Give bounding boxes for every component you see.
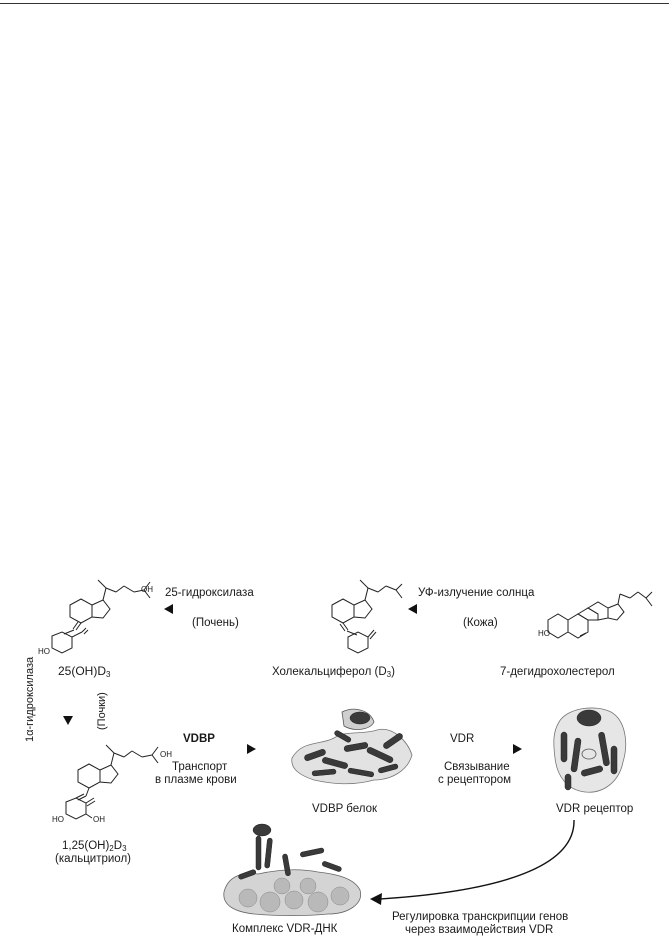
transport-line2: в плазме крови xyxy=(155,774,237,786)
calcitriol-formula-label: 1,25(OH)2D3 xyxy=(62,840,127,853)
regulation-line1: Регулировка транскрипции генов xyxy=(392,911,569,923)
oh-label-1: OH xyxy=(141,585,153,594)
vdbp-protein-structure xyxy=(291,708,413,785)
arrow-right-2 xyxy=(513,744,522,754)
oh-label-3: OH xyxy=(160,750,172,759)
kidneys-paren-label: (Почень) xyxy=(192,617,239,629)
regulation-line2: через взаимодействия VDR xyxy=(405,924,554,936)
molecule-7-dehydrocholesterol xyxy=(547,591,653,639)
binding-line1: Связывание xyxy=(444,761,510,773)
oh-label-2: OH xyxy=(93,815,105,824)
vdbp-protein-label: VDBP белок xyxy=(312,803,378,815)
binding-line2: с рецептором xyxy=(438,774,512,786)
calcitriol-name-label: (кальцитриол) xyxy=(55,853,131,865)
arrow-right-1 xyxy=(247,744,256,754)
arrow-left-1 xyxy=(164,604,173,614)
ho-label-2: HO xyxy=(538,629,550,638)
skin-paren-label: (Кожа) xyxy=(463,617,498,629)
vdbp-label: VDBP xyxy=(183,733,215,745)
vdr-dna-complex-structure xyxy=(223,823,361,916)
cholecalciferol-label: Холекальциферол (D3) xyxy=(272,666,395,679)
arrow-left-2 xyxy=(408,604,417,614)
hydroxylase-25-label: 25-гидроксилаза xyxy=(165,587,254,599)
compound-25ohd3-label: 25(OH)D3 xyxy=(58,664,111,680)
molecule-25ohd3 xyxy=(51,579,151,654)
dehydrocholesterol-label: 7-дегидрохолестерол xyxy=(500,666,615,678)
transport-line1: Транспорт xyxy=(172,761,228,773)
top-rule xyxy=(0,3,669,4)
arrow-down xyxy=(63,716,73,725)
vdr-receptor-structure xyxy=(553,707,627,793)
vdr-label: VDR xyxy=(450,733,475,745)
complex-label: Комплекс VDR-ДНК xyxy=(232,923,338,935)
molecule-calcitriol xyxy=(65,744,159,820)
ho-label-3: HO xyxy=(52,815,64,824)
vdr-receptor-label: VDR рецептор xyxy=(556,803,634,815)
ho-label-1: HO xyxy=(38,647,50,656)
molecule-cholecalciferol xyxy=(331,579,403,654)
uv-label: УФ-излучение солнца xyxy=(418,587,535,599)
